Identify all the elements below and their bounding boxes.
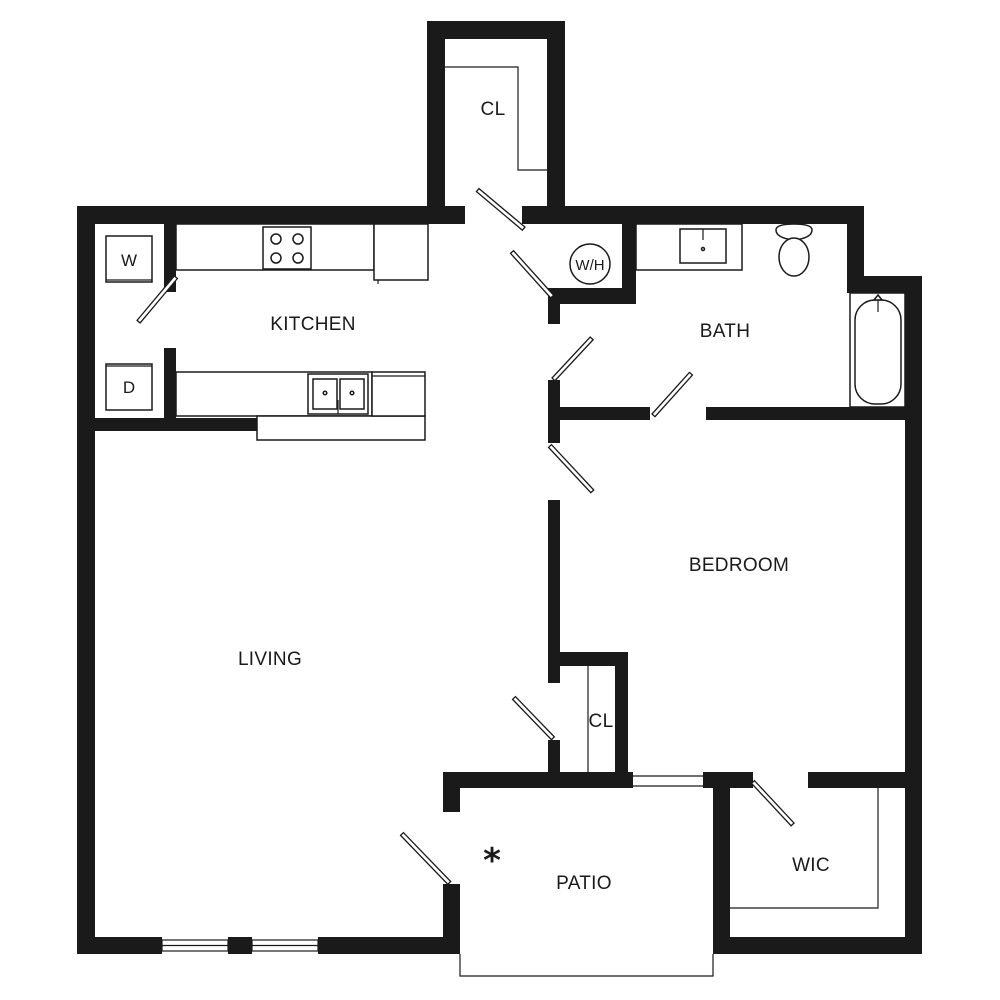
stove-icon xyxy=(262,226,312,270)
room-label-closet-top: CL xyxy=(481,99,506,120)
room-label-kitchen: KITCHEN xyxy=(270,314,356,335)
room-label-closet-small: CL xyxy=(589,711,614,732)
washer-label: W xyxy=(121,251,137,270)
room-label-bath: BATH xyxy=(700,321,750,342)
walls xyxy=(77,21,922,954)
bathtub-icon xyxy=(849,292,906,408)
room-label-patio: PATIO xyxy=(556,873,612,894)
bath-fixtures xyxy=(635,223,906,408)
water-heater-label: W/H xyxy=(575,257,604,274)
refrigerator-icon xyxy=(373,223,429,281)
room-label-wic: WIC xyxy=(792,855,830,876)
laundry xyxy=(105,235,153,411)
washer-icon xyxy=(105,235,153,283)
toilet-icon xyxy=(775,223,813,277)
asterisk-marker: * xyxy=(483,841,501,881)
dryer-icon xyxy=(105,363,153,411)
dishwasher-icon xyxy=(371,371,426,417)
water-heater-icon xyxy=(569,243,611,285)
doors xyxy=(136,187,795,886)
room-label-bedroom: BEDROOM xyxy=(689,555,789,576)
kitchen-counters xyxy=(175,223,429,441)
room-label-living: LIVING xyxy=(238,649,302,670)
dryer-label: D xyxy=(123,378,135,397)
thin-lines xyxy=(161,66,879,977)
